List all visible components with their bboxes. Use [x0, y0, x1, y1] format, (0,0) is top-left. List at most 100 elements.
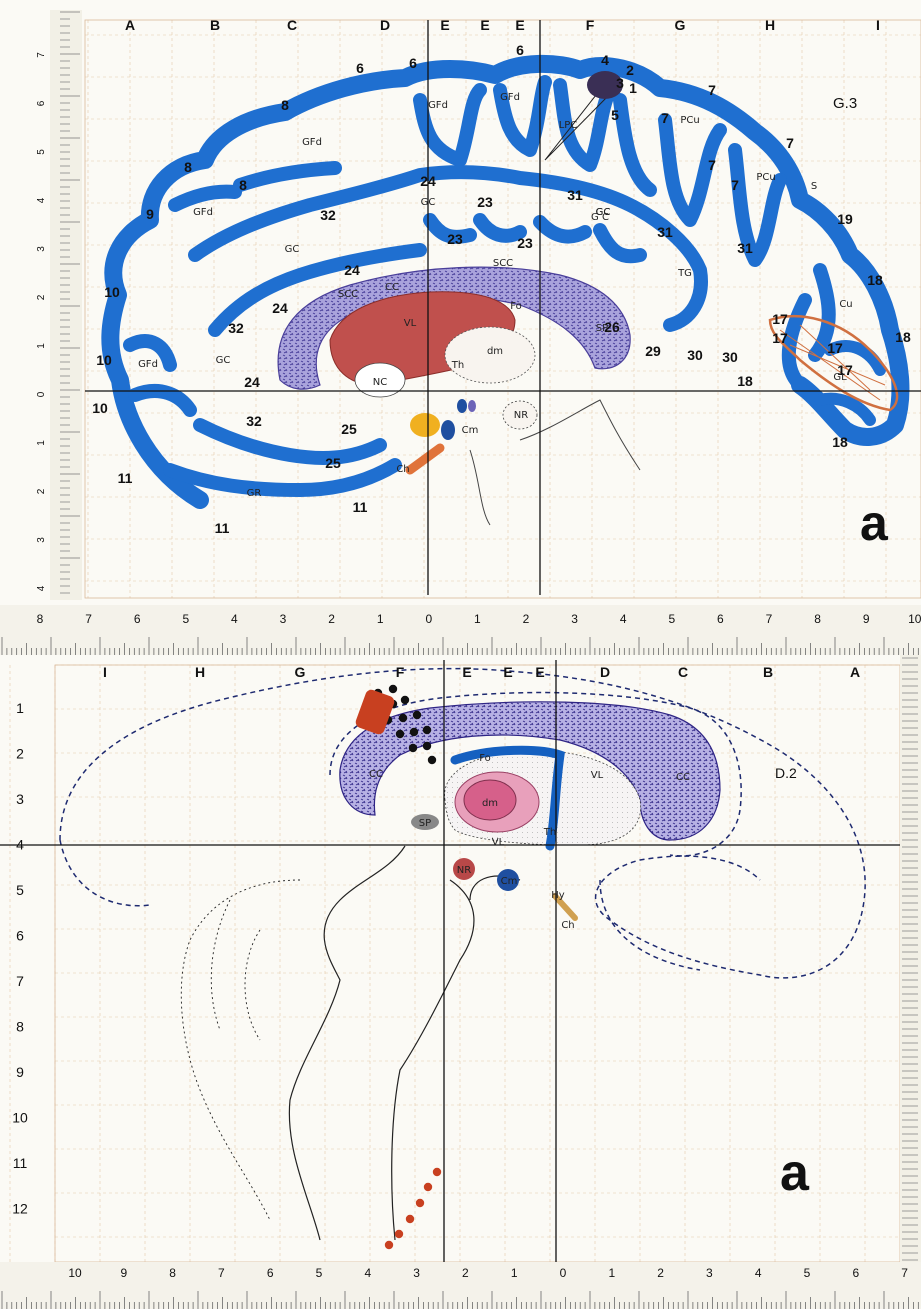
- bottom-column-label: E: [535, 664, 544, 680]
- electrode-dot-red: [423, 1182, 433, 1192]
- middle-ruler-label: 3: [571, 612, 578, 626]
- area-number: 11: [353, 499, 368, 515]
- structure-label: LPC: [559, 120, 578, 131]
- top-row-label: 3: [36, 246, 47, 252]
- bottom-ruler-label: 9: [120, 1266, 127, 1280]
- top-row-label: 1: [36, 343, 47, 349]
- bottom-ruler-label: 4: [755, 1266, 762, 1280]
- structure-label: GC: [596, 207, 611, 218]
- structure-label: dm: [487, 346, 503, 357]
- structure-label: PCu: [756, 172, 775, 183]
- structure-label: S: [811, 181, 817, 192]
- bottom-row-label: 3: [16, 791, 24, 807]
- structure-label: GFd: [138, 359, 158, 370]
- bottom-ruler-label: 6: [267, 1266, 274, 1280]
- area-number: 31: [567, 187, 583, 203]
- bottom-ruler-label: 5: [316, 1266, 323, 1280]
- middle-ruler-ticks: [1, 637, 919, 655]
- structure-label: G C: [591, 212, 609, 223]
- area-number: 32: [320, 207, 336, 223]
- area-number: 3: [616, 75, 624, 91]
- structure-label-bottom: CC: [369, 769, 383, 780]
- structure-label: GFd: [193, 207, 213, 218]
- bottom-column-label: B: [763, 664, 773, 680]
- top-column-label: G: [675, 17, 686, 33]
- electrode-dot-black: [408, 743, 418, 753]
- bottom-panel-letter: a: [780, 1144, 810, 1202]
- middle-ruler-label: 5: [668, 612, 675, 626]
- structure-label: Ch: [396, 464, 409, 475]
- structure-label-bottom: CC: [676, 772, 690, 783]
- structure-label: TG: [677, 268, 692, 279]
- area-number: 10: [104, 284, 120, 300]
- area-number: 7: [786, 135, 794, 151]
- fornix-bottom: [450, 745, 565, 851]
- visual-cortex-17: [768, 315, 899, 412]
- middle-ruler-label: 2: [328, 612, 335, 626]
- area-number: 18: [737, 373, 753, 389]
- electrode-dot-black: [409, 727, 419, 737]
- bottom-ruler-label: 3: [413, 1266, 420, 1280]
- electrode-dot-black: [398, 713, 408, 723]
- bottom-row-label: 4: [16, 837, 24, 853]
- area-number: 32: [228, 320, 244, 336]
- chiasm-bottom: [552, 893, 578, 921]
- structure-label-bottom: Ch: [561, 920, 574, 931]
- area-number: 19: [837, 211, 853, 227]
- top-row-label: 4: [36, 197, 47, 203]
- area-number: 23: [447, 231, 463, 247]
- mammillary-top: [441, 420, 455, 440]
- bottom-column-label: G: [295, 664, 306, 680]
- top-column-label: I: [876, 17, 880, 33]
- cortex-outline: [101, 54, 910, 509]
- top-column-label: A: [125, 17, 135, 33]
- top-left-ruler-ticks: [60, 11, 80, 594]
- area-number: 18: [895, 329, 911, 345]
- electrode-dot-red: [432, 1167, 442, 1177]
- area-number: 8: [281, 97, 289, 113]
- top-row-label: 2: [36, 294, 47, 300]
- middle-ruler-label: 3: [280, 612, 287, 626]
- middle-ruler-label: 8: [37, 612, 44, 626]
- electrode-tip-red: [355, 689, 395, 735]
- middle-ruler-label: 9: [863, 612, 870, 626]
- bottom-plate-label: D.2: [775, 765, 797, 781]
- middle-ruler-label: 4: [620, 612, 627, 626]
- area-number: 7: [708, 82, 716, 98]
- middle-ruler-label: 4: [231, 612, 238, 626]
- area-number: 6: [516, 42, 524, 58]
- area-number: 31: [657, 224, 673, 240]
- electrode-dot-red: [384, 1240, 394, 1250]
- visual-cortex-hatching: [779, 324, 886, 401]
- bottom-column-label: I: [103, 664, 107, 680]
- area-number: 25: [325, 455, 341, 471]
- bottom-row-label: 1: [16, 700, 24, 716]
- bottom-ruler-label: 8: [169, 1266, 176, 1280]
- top-column-label: F: [586, 17, 595, 33]
- structure-label: Cu: [839, 299, 852, 310]
- structure-label-bottom: SP: [419, 818, 431, 829]
- bottom-ruler-label: 2: [657, 1266, 664, 1280]
- bottom-row-label: 10: [12, 1110, 28, 1126]
- bottom-ruler-label: 7: [218, 1266, 225, 1280]
- structure-label: SP: [596, 323, 608, 334]
- electrode-dot-black: [422, 741, 432, 751]
- area-number: 24: [420, 173, 436, 189]
- bottom-row-label: 9: [16, 1064, 24, 1080]
- bottom-right-ruler-ticks: [902, 657, 918, 1261]
- area-number: 4: [601, 52, 609, 68]
- area-number: 8: [239, 177, 247, 193]
- middle-ruler-label: 10: [908, 612, 921, 626]
- bottom-ruler-label: 1: [608, 1266, 615, 1280]
